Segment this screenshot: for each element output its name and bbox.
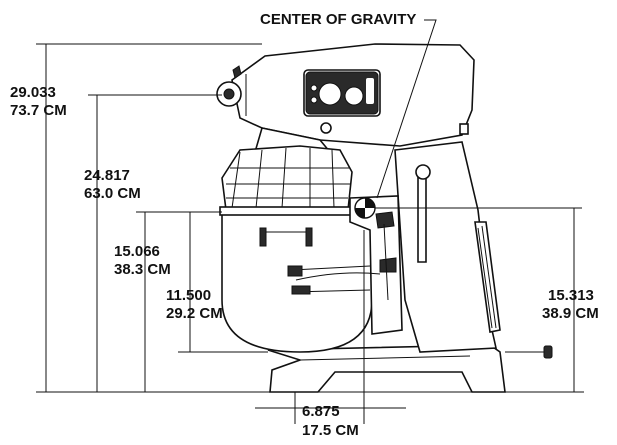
dimension-labels: CENTER OF GRAVITY 29.033 73.7 CM 24.817 … [10, 11, 599, 439]
center-of-gravity-label: CENTER OF GRAVITY [260, 11, 416, 28]
overall-height-cm: 73.7 CM [10, 102, 67, 119]
cog-height-cm: 38.9 CM [542, 305, 599, 322]
bowl-depth-inch: 11.500 [166, 287, 211, 304]
mixing-bowl [221, 211, 373, 353]
bowl-lift-pedal [505, 345, 553, 359]
head-height-cm: 63.0 CM [84, 185, 141, 202]
dimension-lines [36, 19, 584, 424]
overall-height-inch: 29.033 [10, 84, 56, 101]
handle-knob [415, 164, 431, 180]
bowl-depth-cm: 29.2 CM [166, 305, 223, 322]
bowl-rim-height-inch: 15.066 [114, 243, 160, 260]
head-height-inch: 24.817 [84, 167, 130, 184]
timer-knob [344, 86, 364, 106]
bowl-guard [221, 145, 353, 211]
cog-offset-inch: 6.875 [302, 403, 340, 420]
bowl-rim-height-cm: 38.3 CM [114, 261, 171, 278]
bowl-lift-handle [417, 174, 427, 263]
bowl-lock [287, 265, 303, 277]
attachment-hub-lock [232, 65, 242, 79]
cog-height-inch: 15.313 [548, 287, 594, 304]
cog-offset-cm: 17.5 CM [302, 422, 359, 439]
speed-knob [318, 82, 342, 106]
center-of-gravity-marker [354, 197, 376, 219]
bowl-support-arm [349, 195, 403, 335]
mixer-illustration [216, 43, 553, 393]
